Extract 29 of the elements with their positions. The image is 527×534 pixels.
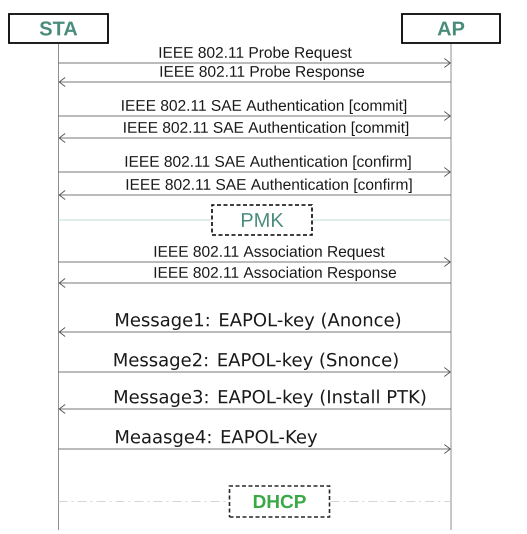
message-label: Message2: EAPOL-key (Snonce) xyxy=(114,352,398,370)
message-arrow xyxy=(58,58,451,68)
message-label: IEEE 802.11 Association Request xyxy=(154,246,385,260)
message-label: IEEE 802.11 SAE Authentication [confirm] xyxy=(126,178,412,193)
participant-box: AP xyxy=(401,13,501,44)
message-arrow xyxy=(58,404,452,414)
dashed-box: PMK xyxy=(211,204,313,236)
message-label: IEEE 802.11 Probe Response xyxy=(160,66,364,80)
message-label: IEEE 802.11 SAE Authentication [commit] xyxy=(122,100,406,114)
message-arrow xyxy=(58,133,452,143)
message-label: Message3: EAPOL-key (Install PTK) xyxy=(114,390,426,407)
message-label: Message1: EAPOL-key (Anonce) xyxy=(116,312,400,330)
message-arrow xyxy=(58,190,452,200)
divider-line xyxy=(330,501,452,502)
message-arrow xyxy=(58,444,451,454)
message-label: IEEE 802.11 SAE Authentication [confirm] xyxy=(126,156,411,170)
message-label: Meaasge4: EAPOL-Key xyxy=(116,430,318,447)
message-arrow xyxy=(58,167,451,177)
message-arrow xyxy=(58,111,451,121)
message-label: IEEE 802.11 Association Response xyxy=(154,266,396,281)
message-arrow xyxy=(58,278,452,288)
message-arrow xyxy=(58,77,452,87)
message-arrow xyxy=(58,327,452,337)
message-arrow xyxy=(58,257,451,267)
message-arrow xyxy=(58,367,451,377)
message-label: IEEE 802.11 SAE Authentication [commit] xyxy=(124,122,408,136)
dashed-box: DHCP xyxy=(228,485,330,518)
participant-box: STA xyxy=(8,13,109,44)
message-label: IEEE 802.11 Probe Request xyxy=(160,46,352,61)
